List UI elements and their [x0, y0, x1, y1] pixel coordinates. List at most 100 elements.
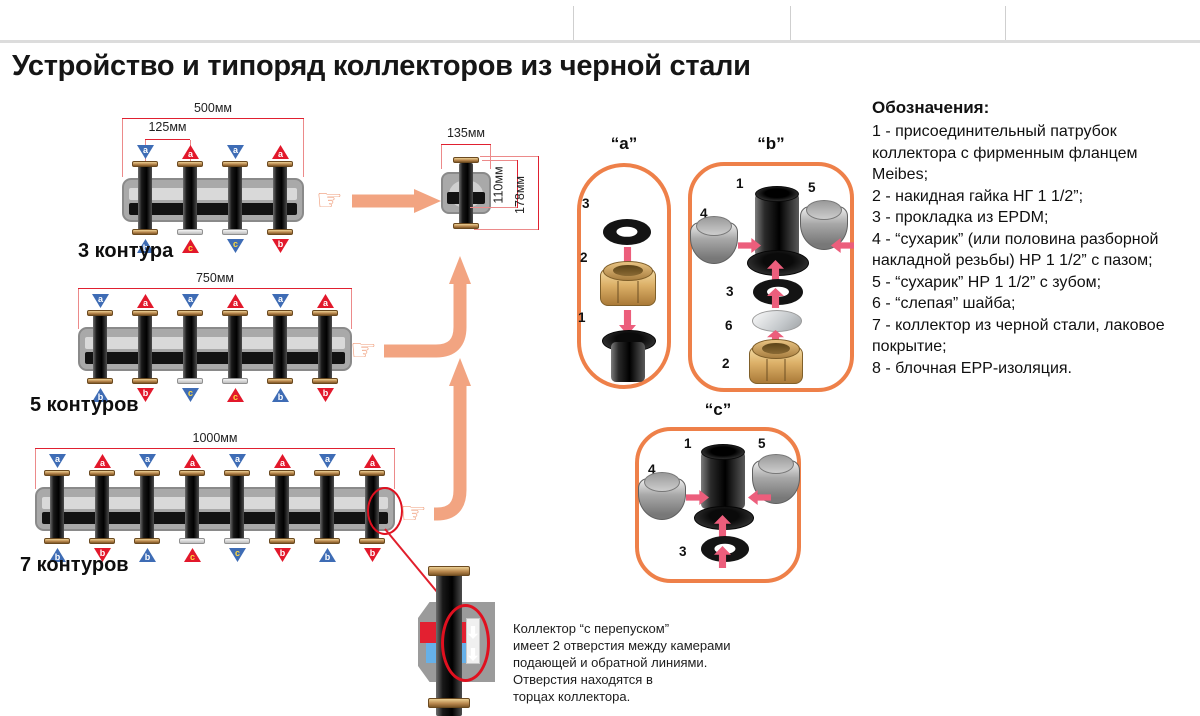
legend-item: 6 - “слепая” шайба; [872, 295, 1016, 312]
flow-marker-letter: a [187, 294, 193, 304]
insulation-strip [85, 337, 345, 349]
clamp-toothed-part [800, 200, 848, 250]
nut-rim-hole [613, 265, 643, 276]
dimension-tick [490, 145, 491, 169]
legend-item: 4 - “сухарик” (или половина разборной на… [872, 230, 1159, 270]
callout-number: 5 [758, 436, 766, 451]
flow-marker: a [319, 454, 336, 468]
callout-number: 1 [684, 436, 692, 451]
flow-marker-letter: c [189, 551, 195, 562]
dimension-label: 178мм [513, 175, 528, 215]
flow-marker: a [272, 145, 289, 159]
flow-marker: a [274, 454, 291, 468]
flow-marker-letter: c [232, 391, 238, 402]
circuit-pipe [320, 473, 334, 541]
arrowhead-up [449, 358, 471, 386]
pitch-dimension-label: 125мм [148, 120, 187, 134]
pipe-flange-bottom [428, 698, 470, 708]
dimension-tick [480, 156, 539, 157]
dimension-tick [470, 207, 518, 208]
flow-marker: c [182, 239, 199, 253]
flow-marker-letter: c [232, 239, 238, 249]
flow-marker-letter: b [54, 551, 61, 562]
circuit-pipe [138, 164, 152, 232]
stub-opening [755, 186, 799, 202]
arrowhead-up [449, 256, 471, 284]
pipe-flange-top [428, 566, 470, 576]
pipe-flange-bottom [359, 538, 385, 544]
circuit-pipe [273, 164, 287, 232]
insulation-strip [42, 497, 388, 509]
flow-marker-letter: b [142, 388, 149, 398]
page-header-strip [0, 0, 1200, 43]
stub-body [755, 186, 799, 257]
flow-arrow-5-circuits [384, 282, 467, 358]
circuit-pipe [93, 313, 107, 381]
clamp-notch [696, 216, 732, 236]
circuit-pipe [228, 164, 242, 232]
dimension-tick [35, 449, 36, 489]
pipe-flange-bottom [179, 538, 205, 544]
header-divider [573, 6, 574, 40]
flow-marker: b [137, 388, 154, 402]
pipe-flange-bottom [267, 378, 293, 384]
flow-marker-letter: c [187, 388, 193, 398]
flow-marker-letter: a [324, 454, 330, 464]
circuit-pipe [183, 164, 197, 232]
flow-marker-letter: a [279, 457, 285, 468]
circuit-pipe [230, 473, 244, 541]
flow-marker: a [227, 145, 244, 159]
pipe-flange-top [267, 310, 293, 316]
flow-marker: c [184, 548, 201, 562]
flow-marker-letter: a [189, 457, 195, 468]
pipe-flange-bottom [222, 229, 248, 235]
flow-marker: c [227, 388, 244, 402]
dimension-label: 500мм [193, 101, 233, 115]
clamp-notch [806, 200, 842, 220]
detail-b-label: “b” [757, 134, 785, 153]
steel-bar [85, 352, 345, 364]
stub-body [701, 444, 745, 509]
dimension-label: 110мм [491, 166, 506, 204]
bypass-note: Коллектор “с перепуском” имеет 2 отверст… [513, 621, 731, 704]
collector-label: 3 контура [78, 240, 174, 262]
dimension-tick [441, 145, 442, 169]
circuit-pipe [318, 313, 332, 381]
gasket-hole [616, 226, 638, 238]
flow-marker: a [182, 294, 199, 308]
pointing-hand-icon: ☞ [350, 334, 377, 367]
clamp-grooved-part [690, 216, 738, 264]
flow-marker: c [227, 239, 244, 253]
pipe-flange-top [267, 161, 293, 167]
dimension-tick [351, 289, 352, 329]
flow-marker-letter: b [324, 551, 331, 562]
pitch-dimension-line [145, 139, 190, 140]
flow-marker-letter: a [54, 454, 60, 464]
gasket-part [603, 219, 651, 245]
legend-item: 8 - блочная EPP-изоляция. [872, 359, 1072, 377]
pipe-flange-bottom [87, 378, 113, 384]
dimension-tick [482, 160, 518, 161]
flow-marker-letter: a [322, 297, 328, 308]
flow-marker: a [229, 454, 246, 468]
pipe-flange-top [269, 470, 295, 476]
circuit-pipe [50, 473, 64, 541]
detail-c-label: “c” [704, 400, 732, 419]
flow-marker: c [229, 548, 246, 562]
circuit-pipe [273, 313, 287, 381]
flow-marker: a [364, 454, 381, 468]
dimension-label: 750мм [195, 271, 235, 285]
bypass-highlight-ellipse [441, 604, 490, 682]
flow-marker-letter: c [234, 548, 240, 558]
stub-opening [701, 444, 745, 460]
nut-facet [784, 359, 787, 381]
pipe-flange-top [222, 310, 248, 316]
pipe-flange-top [44, 470, 70, 476]
header-divider [1005, 6, 1006, 40]
flow-marker-letter: b [369, 548, 376, 558]
union-nut-part [600, 261, 656, 306]
pipe-flange-top [312, 310, 338, 316]
callout-number: 5 [808, 180, 816, 195]
dimension-line [35, 448, 395, 449]
flow-marker: a [182, 145, 199, 159]
